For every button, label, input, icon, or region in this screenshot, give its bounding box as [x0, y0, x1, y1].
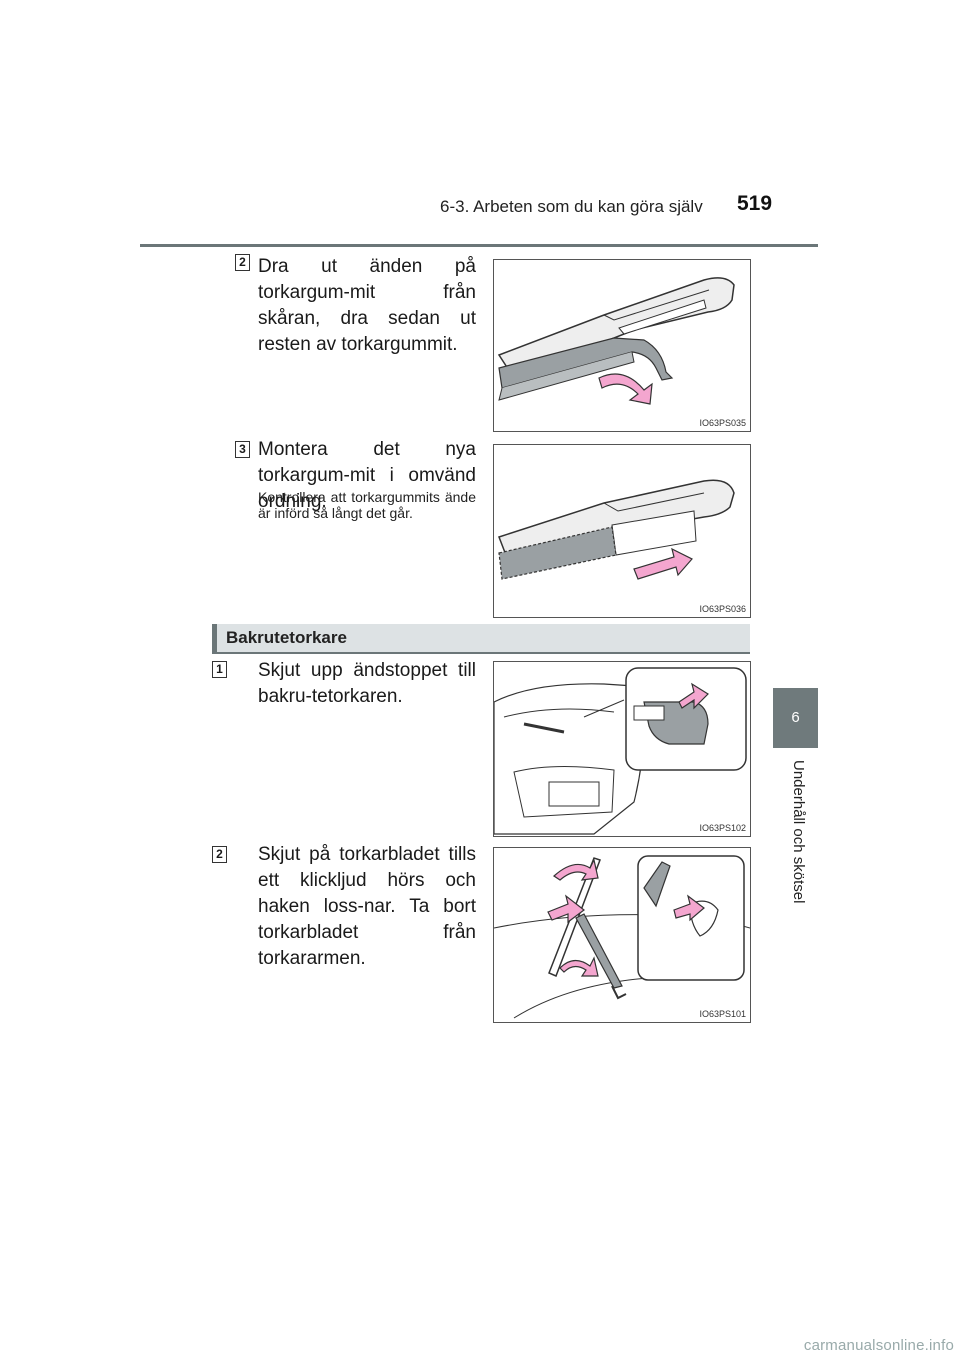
step-number-badge: 2: [212, 846, 227, 863]
page-number: 519: [737, 192, 773, 215]
step-instruction: Skjut upp ändstoppet till bakru-tetorkar…: [258, 660, 476, 707]
rear-wiper-illustration: [494, 855, 750, 1019]
step-number-badge: 2: [235, 254, 250, 271]
arrow-right-icon: [547, 894, 585, 924]
step-instruction: Skjut på torkarbladet tills ett klicklju…: [258, 844, 476, 969]
header-rule: [140, 244, 818, 247]
section-accent: [212, 624, 217, 652]
figure-code: IO63PS036: [699, 604, 746, 614]
figure-code: IO63PS101: [699, 1009, 746, 1019]
step-number-badge: 1: [212, 661, 227, 678]
figure-code: IO63PS035: [699, 418, 746, 428]
step-instruction: Dra ut änden på torkargum-mit från skåra…: [258, 256, 476, 355]
chapter-tab: 6: [773, 688, 818, 748]
figure-wiper-rubber-install: IO63PS036: [493, 444, 751, 618]
section-heading-bar: Bakrutetorkare: [212, 624, 750, 654]
rear-car-illustration: [494, 667, 747, 835]
chapter-title: Underhåll och skötsel: [790, 760, 807, 904]
wiper-blade-illustration: [498, 479, 735, 580]
figure-code: IO63PS102: [699, 823, 746, 833]
arrow-up-right-icon: [678, 682, 709, 710]
step-number-badge: 3: [235, 441, 250, 458]
figure-wiper-rubber-removal: IO63PS035: [493, 259, 751, 432]
curved-arrow-icon: [553, 858, 599, 881]
wiper-blade-illustration: [497, 277, 735, 405]
section-title: Bakrutetorkare: [226, 628, 347, 647]
arrow-right-icon: [673, 894, 705, 922]
step-note: Kontrollera att torkargummits ände är in…: [258, 489, 476, 521]
curved-arrow-icon: [559, 956, 599, 977]
figure-rear-wiper-removal: IO63PS101: [493, 847, 751, 1023]
figure-rear-wiper-endstop: IO63PS102: [493, 661, 751, 837]
section-reference: 6-3. Arbeten som du kan göra själv: [440, 197, 703, 216]
step-instruction: Montera det nya torkargum-mit i omvänd o…: [258, 439, 476, 512]
running-header: 6-3. Arbeten som du kan göra själv: [440, 197, 703, 217]
site-watermark: carmanualsonline.info: [803, 1337, 954, 1354]
arrow-right-icon: [633, 547, 693, 580]
curved-arrow-icon: [598, 373, 653, 405]
